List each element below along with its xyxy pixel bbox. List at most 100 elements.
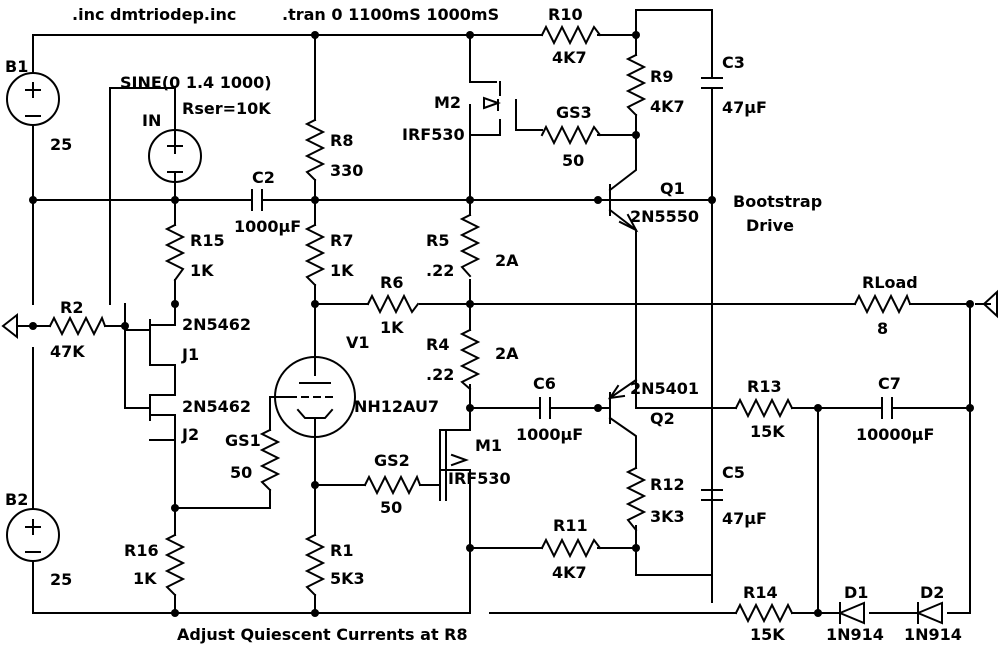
r13-symbol (734, 397, 794, 419)
b2-name: B2 (5, 490, 28, 509)
j2-model: 2N5462 (182, 397, 251, 416)
r10-name: R10 (548, 5, 583, 24)
d2-model: 1N914 (904, 625, 962, 644)
r15-value: 1K (190, 261, 214, 280)
r11-symbol (540, 537, 602, 559)
r11-value: 4K7 (552, 563, 587, 582)
r1-name: R1 (330, 541, 353, 560)
c6-value: 1000µF (516, 425, 583, 444)
r10-value: 4K7 (552, 48, 587, 67)
gs1-symbol (259, 428, 281, 492)
r2-value: 47K (50, 342, 85, 361)
r9-name: R9 (650, 67, 673, 86)
transistor-details (439, 96, 639, 501)
quiescent-note: Adjust Quiescent Currents at R8 (177, 625, 468, 644)
rload-name: RLoad (862, 273, 918, 292)
capacitors (243, 67, 897, 501)
d1-name: D1 (844, 583, 868, 602)
c2-symbol (243, 189, 271, 211)
r8-value: 330 (330, 161, 363, 180)
m1-model: IRF530 (448, 469, 511, 488)
in-name: IN (142, 111, 161, 130)
c5-symbol (701, 489, 723, 501)
b1-symbol (6, 72, 60, 126)
c2-name: C2 (252, 168, 275, 187)
b1-name: B1 (5, 57, 28, 76)
d1-model: 1N914 (826, 625, 884, 644)
r6-name: R6 (380, 273, 403, 292)
r5-value: .22 (426, 261, 454, 280)
r6-value: 1K (380, 318, 404, 337)
r14-symbol (734, 602, 794, 624)
j1-name: J1 (181, 345, 199, 364)
d1-symbol (837, 601, 865, 625)
m2-model: IRF530 (402, 125, 465, 144)
j1-model: 2N5462 (182, 315, 251, 334)
j2-name: J2 (181, 425, 199, 444)
r15-name: R15 (190, 231, 225, 250)
bootstrap-label-2: Drive (746, 216, 794, 235)
c7-name: C7 (878, 374, 901, 393)
labels: .inc dmtriodep.inc .tran 0 1100mS 1000mS… (5, 5, 962, 644)
gs3-name: GS3 (556, 103, 592, 122)
diodes (837, 601, 943, 625)
in-rser: Rser=10K (182, 99, 271, 118)
d2-name: D2 (920, 583, 944, 602)
r2-name: R2 (60, 298, 83, 317)
r1-value: 5K3 (330, 569, 365, 588)
r12-value: 3K3 (650, 507, 685, 526)
v1-model: NH12AU7 (354, 397, 439, 416)
resistors (48, 24, 912, 624)
c7-value: 10000µF (856, 425, 934, 444)
r1-symbol (304, 533, 326, 597)
c3-symbol (701, 67, 723, 97)
c6-name: C6 (533, 374, 556, 393)
r4-symbol (459, 328, 481, 391)
v1-name: V1 (346, 333, 370, 352)
r13-name: R13 (747, 377, 782, 396)
in-sine: SINE(0 1.4 1000) (120, 73, 272, 92)
junctions (29, 31, 974, 617)
voltage-sources (6, 72, 202, 562)
inc-directive: .inc dmtriodep.inc (72, 5, 236, 24)
r4-name: R4 (426, 335, 449, 354)
c3-value: 47µF (722, 98, 767, 117)
input-port-arrow (1, 312, 34, 340)
r9-symbol (625, 53, 647, 117)
r5-symbol (459, 213, 481, 278)
r6-symbol (366, 293, 420, 315)
r16-symbol (164, 533, 186, 597)
b2-symbol (6, 508, 60, 562)
d2-symbol (915, 601, 943, 625)
r13-value: 15K (750, 422, 785, 441)
b1-value: 25 (50, 135, 72, 154)
r11-name: R11 (553, 516, 588, 535)
r5-current: 2A (495, 251, 519, 270)
gs2-symbol (363, 474, 422, 496)
r8-symbol (304, 118, 326, 182)
r7-symbol (304, 223, 326, 287)
r15-symbol (164, 223, 186, 282)
r2-symbol (48, 315, 107, 337)
r16-value: 1K (133, 569, 157, 588)
c2-value: 1000µF (234, 217, 301, 236)
c5-name: C5 (722, 463, 745, 482)
gs2-value: 50 (380, 498, 402, 517)
gs3-symbol (540, 124, 602, 146)
r16-name: R16 (124, 541, 159, 560)
r14-name: R14 (743, 583, 778, 602)
c6-symbol (534, 397, 554, 419)
q2-model: 2N5401 (630, 379, 699, 398)
r5-name: R5 (426, 231, 449, 250)
r14-value: 15K (750, 625, 785, 644)
c3-name: C3 (722, 53, 745, 72)
q2-name: Q2 (650, 409, 675, 428)
rload-value: 8 (877, 319, 888, 338)
r12-name: R12 (650, 475, 685, 494)
c7-symbol (877, 397, 897, 419)
q1-name: Q1 (660, 179, 685, 198)
v1-tube-symbol (274, 356, 356, 438)
gs3-value: 50 (562, 151, 584, 170)
gs2-name: GS2 (374, 451, 410, 470)
